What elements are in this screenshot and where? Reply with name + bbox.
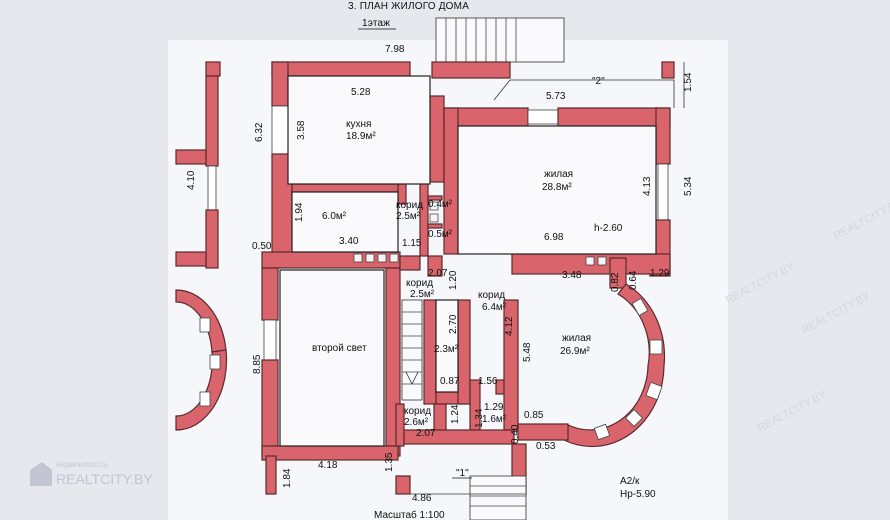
dimension: 1.54 [683, 72, 694, 92]
room-area-living2: 26.9м² [560, 346, 590, 357]
dimension: 4.18 [318, 460, 338, 471]
room-area-05: 0.5м² [428, 229, 453, 240]
dimension: 3.40 [339, 236, 359, 247]
dimension: 3.58 [296, 120, 307, 140]
room-area-corr1: 2.5м² [396, 211, 421, 222]
drawing-code: А2/к [620, 476, 640, 487]
watermark-brand: REALTCITY.BY [56, 471, 153, 487]
dimension: 3.48 [562, 270, 582, 281]
dimension: 5.73 [546, 91, 566, 102]
room-area-kitchen: 18.9м² [346, 131, 376, 142]
dimension: 2.07 [428, 268, 448, 279]
terrace-outline [493, 79, 675, 108]
room-labels: кухня 18.9м² жилая 28.8м² жилая 26.9м² 6… [312, 119, 591, 428]
watermark-sub: НЕДВИЖИМОСТЬ [56, 463, 108, 469]
inner-stairs [401, 299, 423, 401]
room-name-living1: жилая [544, 169, 573, 180]
marker-2: "2" [592, 76, 605, 87]
dimension: 0.85 [524, 410, 544, 421]
room-area-living1: 28.8м² [542, 182, 572, 193]
dimension: 4.86 [412, 493, 432, 504]
bay-windows [593, 297, 663, 441]
room-area-04: 0.4м² [428, 199, 453, 210]
room-name-corr2: корид [406, 278, 433, 289]
dimension: 1.20 [448, 270, 459, 290]
room-area-corr2: 2.5м² [410, 289, 435, 300]
plan-title: 3. ПЛАН ЖИЛОГО ДОМА [348, 1, 469, 12]
dimension: 7.98 [385, 44, 405, 55]
dimension: 0.50 [252, 241, 272, 252]
marker-1: "1" [456, 468, 469, 479]
dimension: 1.34 [474, 408, 485, 428]
dimension: 4.10 [186, 170, 197, 190]
dimension: 6.32 [254, 122, 265, 142]
watermark-logo: НЕДВИЖИМОСТЬ REALTCITY.BY [30, 462, 153, 487]
dimension: 4.13 [642, 176, 653, 196]
dimension: 1.29 [650, 268, 670, 279]
elevation-label: Нр-5.90 [620, 489, 656, 500]
dimension: h-2.60 [594, 223, 623, 234]
room-area-corr3: 6.4м² [482, 302, 507, 313]
floors [279, 75, 657, 447]
dimension: 1.84 [282, 468, 293, 488]
dimension: 4.12 [504, 316, 515, 336]
walls [261, 61, 675, 495]
dimension: 5.28 [351, 87, 371, 98]
bottom-stairs [410, 475, 527, 520]
dimension: 0.40 [510, 424, 521, 444]
room-area-6: 6.0м² [322, 211, 347, 222]
dimension: 1.56 [478, 376, 498, 387]
dimension: 6.98 [544, 232, 564, 243]
dimension: 2.07 [416, 428, 436, 439]
dimension: 0.82 [610, 272, 621, 292]
room-name-living2: жилая [562, 333, 591, 344]
dimension-labels: 7.98 5.28 5.73 1.54 6.32 3.58 4.10 1.94 … [186, 44, 694, 504]
dimension: 1.15 [402, 238, 422, 249]
top-stairs [435, 17, 565, 63]
room-area-23: 2.3м² [434, 344, 459, 355]
dimension: 1.29 [484, 402, 504, 413]
dimension: 1.24 [450, 404, 461, 424]
room-area-16: 1.6м² [482, 414, 507, 425]
floor-label: 1этаж [362, 18, 390, 29]
dimension: 0.53 [536, 441, 556, 452]
room-area-corr4: 2.6м² [404, 417, 429, 428]
room-name-second-light: второй свет [312, 343, 367, 354]
left-bay [175, 61, 228, 431]
dimension: 5.48 [522, 342, 533, 362]
scale-label: Масштаб 1:100 [374, 509, 445, 520]
dimension: 5.34 [683, 176, 694, 196]
dimension: 1.94 [294, 202, 305, 222]
vents [353, 201, 607, 266]
house-icon [30, 462, 52, 486]
room-name-corr1: корид [396, 200, 423, 211]
room-name-corr4: корид [404, 406, 431, 417]
dimension: 0.64 [628, 270, 639, 290]
room-name-corr3: корид [478, 290, 505, 301]
dimension: 0.87 [440, 376, 460, 387]
room-name-kitchen: кухня [346, 119, 371, 130]
dimension: 2.70 [448, 314, 459, 334]
dimension: 8.85 [252, 354, 263, 374]
dimension: 1.35 [384, 452, 395, 472]
